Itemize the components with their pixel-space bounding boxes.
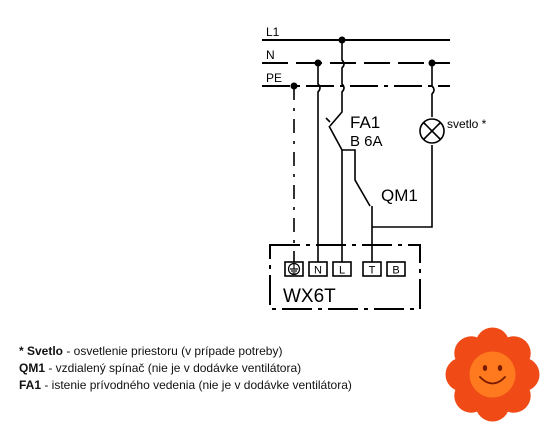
device-box bbox=[269, 244, 421, 310]
terminal-n-label: N bbox=[314, 265, 322, 277]
legend: * Svetlo - osvetlenie priestoru (v prípa… bbox=[19, 343, 352, 394]
terminal-l-label: L bbox=[339, 265, 345, 277]
legend-row: FA1 - istenie prívodného vedenia (nie je… bbox=[19, 378, 352, 392]
breaker-contact bbox=[328, 125, 343, 151]
n-wire bbox=[317, 63, 321, 262]
junction-l1 bbox=[338, 36, 346, 44]
terminal-l-box bbox=[332, 261, 352, 277]
terminal-t-box bbox=[362, 261, 382, 277]
junction-pe bbox=[290, 82, 298, 90]
qm1-wire bbox=[342, 149, 373, 262]
label-l1: L1 bbox=[266, 25, 280, 39]
terminal-ground bbox=[284, 261, 304, 277]
wiring-diagram: L1 N PE FA1 B 6A svetlo * QM1 N L T B WX… bbox=[262, 25, 487, 310]
junction-n-2 bbox=[428, 59, 436, 67]
terminal-t-label: T bbox=[369, 265, 376, 277]
lamp-icon bbox=[419, 118, 445, 144]
legend-row: * Svetlo - osvetlenie priestoru (v prípa… bbox=[19, 344, 283, 358]
legend-row: QM1 - vzdialený spínač (nie je v dodávke… bbox=[19, 361, 302, 375]
terminal-n-box bbox=[308, 261, 328, 277]
terminal-b-label: B bbox=[392, 265, 399, 277]
l-wire bbox=[329, 40, 345, 262]
label-pe: PE bbox=[266, 71, 282, 85]
label-lamp: svetlo * bbox=[447, 117, 487, 131]
label-breaker-name: FA1 bbox=[350, 113, 380, 132]
lamp-wire bbox=[372, 63, 435, 228]
label-n: N bbox=[266, 48, 275, 62]
junction-n-1 bbox=[314, 59, 322, 67]
terminal-b-box bbox=[386, 261, 406, 277]
ground-icon bbox=[287, 262, 301, 276]
smiley-flower-icon bbox=[445, 327, 540, 422]
label-switch: QM1 bbox=[381, 186, 418, 205]
device-label: WX6T bbox=[283, 286, 336, 307]
label-breaker-rating: B 6A bbox=[350, 133, 383, 150]
